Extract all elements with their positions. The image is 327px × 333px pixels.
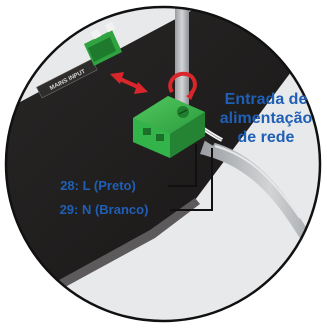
cable-highlight — [214, 145, 301, 219]
wire-label-l: 28: L (Preto) — [60, 178, 136, 193]
callout-mains-input: Entrada de alimentação de rede — [220, 91, 313, 146]
housing-socket — [84, 21, 122, 66]
leader-line-l — [168, 144, 197, 187]
insert-direction-arrow — [110, 72, 148, 94]
rotation-arrowhead — [186, 91, 195, 100]
power-cable — [200, 140, 320, 300]
lens-frame — [4, 5, 322, 323]
leader-line-n — [170, 148, 213, 211]
screwdriver-shaft — [175, 7, 189, 108]
callout-line-1: Entrada de — [225, 91, 308, 108]
callout-line-3: de rede — [238, 129, 295, 146]
wire-label-n: 29: N (Branco) — [60, 202, 149, 217]
rotation-arrow — [168, 71, 197, 96]
terminal-block — [133, 96, 205, 158]
callout-line-2: alimentação — [220, 110, 313, 127]
